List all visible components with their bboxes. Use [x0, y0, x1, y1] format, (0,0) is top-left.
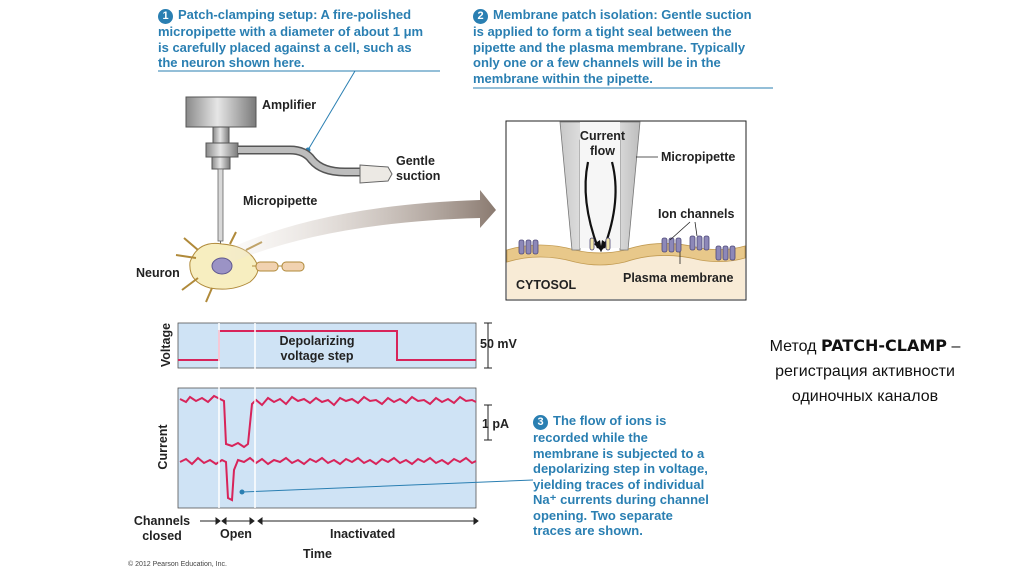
russian-caption: Метод PATCH-CLAMP – регистрация активнос…	[700, 333, 1024, 409]
voltage-scale-label: 50 mV	[480, 337, 517, 351]
current-axis-label: Current	[156, 424, 170, 470]
phase-closed-label: Channels closed	[128, 514, 196, 544]
amplifier-neck	[212, 126, 230, 144]
step-1-line-1: Patch-clamping setup: A fire-polished	[178, 7, 412, 22]
gentle-suction-label: Gentle suction	[396, 154, 440, 184]
step-3-leader	[241, 479, 534, 493]
step-2-line-1: Membrane patch isolation: Gentle suction	[493, 7, 752, 22]
step-1-text: 1 Patch-clamping setup: A fire-polished m…	[158, 7, 443, 71]
step-1-number: 1	[158, 9, 173, 24]
amplifier-body	[185, 96, 257, 128]
amplifier-clamp	[205, 142, 239, 158]
voltage-step-line-2: voltage step	[280, 349, 354, 363]
phase-inactivated-label: Inactivated	[330, 527, 396, 541]
step-3-line-2: recorded while the	[533, 430, 648, 445]
step-1-line-3: is carefully placed against a cell, such…	[158, 39, 412, 55]
step-1-line-4: the neuron shown here.	[158, 55, 305, 70]
phase-closed-line-1: Channels	[133, 514, 191, 528]
voltage-step-line-1: Depolarizing	[279, 334, 355, 348]
micropipette-right-label: Micropipette	[661, 150, 736, 164]
step-3-line-1: The flow of ions is	[553, 413, 667, 428]
voltage-scale-bar	[484, 322, 492, 369]
step-2-number: 2	[473, 9, 488, 24]
time-axis-label: Time	[303, 547, 332, 561]
step-3-line-4: depolarizing step in voltage,	[533, 461, 708, 476]
current-scale-label: 1 pA	[482, 417, 510, 431]
neuron-label: Neuron	[136, 266, 180, 280]
amplifier-label: Amplifier	[262, 98, 317, 112]
gentle-suction-line-2: suction	[396, 169, 441, 183]
current-flow-arrow	[584, 161, 600, 249]
russian-line-3: одиночных каналов	[791, 388, 939, 405]
voltage-trace	[178, 330, 476, 361]
current-graph-bg	[177, 387, 477, 509]
russian-prefix: Метод	[769, 338, 821, 355]
step-1-line-2: micropipette with a diameter of about 1 …	[158, 24, 424, 39]
step-2-line-5: membrane within the pipette.	[473, 70, 653, 86]
current-flow-line-1: Current	[579, 129, 626, 143]
russian-line-2: регистрация активности	[775, 363, 955, 380]
cytosol-label: CYTOSOL	[516, 278, 577, 292]
micropipette-left	[217, 168, 224, 242]
step-3-line-7: opening. Two separate	[533, 507, 673, 523]
step-2-line-4: only one or a few channels will be in th…	[473, 55, 721, 70]
suction-syringe	[359, 164, 393, 184]
phase-open-label: Open	[220, 527, 252, 541]
voltage-step-label: Depolarizing voltage step	[262, 334, 372, 364]
step-1-leader	[307, 70, 356, 151]
step-3-line-3: membrane is subjected to a	[533, 445, 705, 461]
step-2-line-3: pipette and the plasma membrane. Typical…	[473, 39, 746, 55]
current-trace-2	[179, 456, 477, 502]
time-phase-arrows	[200, 517, 479, 525]
current-trace-1	[179, 394, 477, 449]
plasma-membrane	[506, 243, 746, 266]
step-2-text: 2 Membrane patch isolation: Gentle suctio…	[473, 7, 773, 86]
membrane-patch-panel	[505, 120, 747, 301]
russian-bold: PATCH-CLAMP	[820, 336, 948, 355]
voltage-axis-label: Voltage	[159, 322, 173, 368]
step-3-line-8: traces are shown.	[533, 523, 643, 538]
ion-channel-icons	[518, 235, 736, 261]
micropipette-left-label: Micropipette	[243, 194, 318, 208]
copyright: © 2012 Pearson Education, Inc.	[128, 561, 227, 568]
phase-closed-line-2: closed	[142, 529, 182, 543]
russian-suffix: –	[947, 338, 961, 355]
zoom-arrow	[222, 190, 496, 262]
amplifier-holder	[211, 156, 231, 170]
current-flow-label: Current flow	[570, 129, 635, 159]
step-3-line-6: Na⁺ currents during channel	[533, 492, 709, 507]
current-flow-line-2: flow	[590, 144, 615, 158]
step-2-line-2: is applied to form a tight seal between …	[473, 24, 732, 39]
ion-channels-label: Ion channels	[658, 207, 735, 221]
step-3-number: 3	[533, 415, 548, 430]
step-3-line-5: yielding traces of individual	[533, 476, 705, 492]
gentle-suction-line-1: Gentle	[396, 154, 435, 168]
current-scale-bar	[484, 404, 492, 441]
plasma-membrane-label: Plasma membrane	[623, 271, 734, 285]
